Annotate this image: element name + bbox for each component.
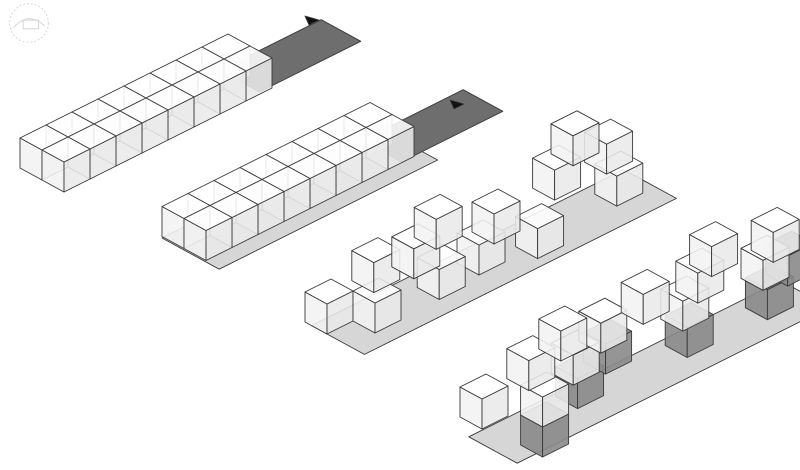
cube-top-face <box>538 305 588 332</box>
cube-top-face <box>620 268 670 295</box>
cube-top-face <box>471 188 521 215</box>
cube-top-face <box>41 136 91 163</box>
cube-top-face <box>689 221 739 248</box>
cube-top-face <box>183 205 233 231</box>
entry-arrow-icon <box>304 15 320 26</box>
stage-1-grid-massing <box>19 15 362 193</box>
cube-top-face <box>550 110 600 137</box>
cube-top-face <box>459 373 509 400</box>
stage-2-grid-on-floor <box>161 89 504 270</box>
cube-top-face <box>750 206 800 233</box>
cube-top-face <box>515 203 565 230</box>
stage-4-volumes-with-dark-bases <box>459 206 800 464</box>
cube-top-face <box>413 193 463 220</box>
watermark-seal <box>9 3 49 43</box>
stage-3-scattered-volumes <box>304 110 677 355</box>
entry-arrow-icon <box>449 99 465 110</box>
